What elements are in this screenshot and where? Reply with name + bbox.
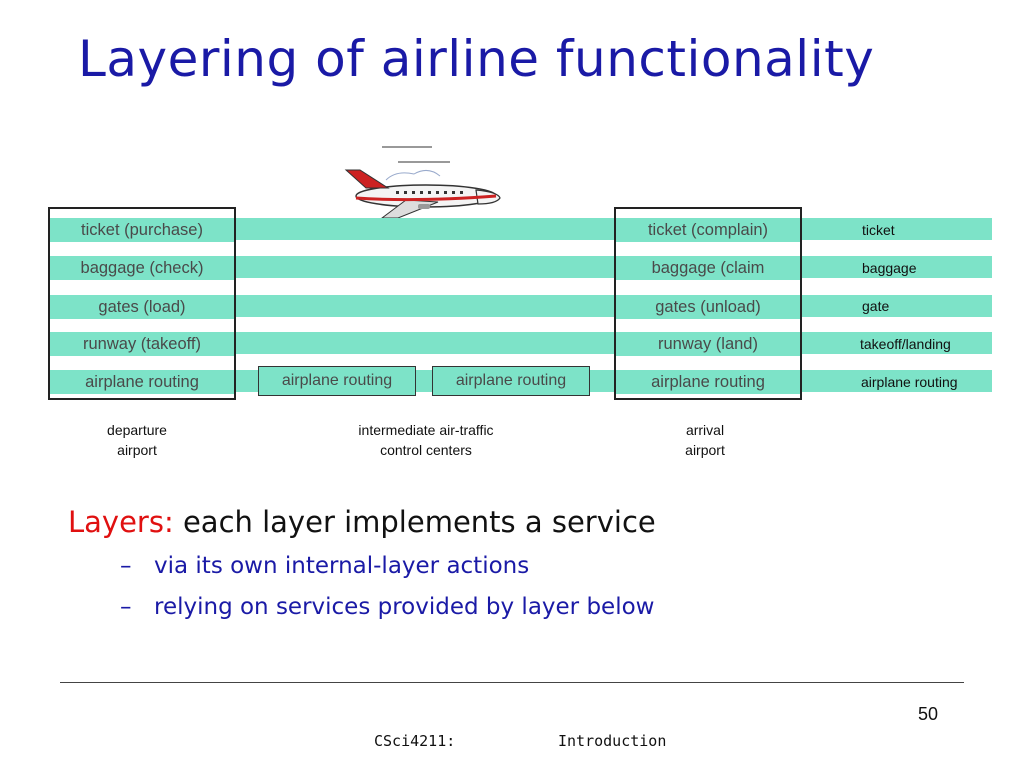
layer-name-takeoff-landing: takeoff/landing <box>860 336 951 352</box>
arrival-layer: airplane routing <box>616 370 800 394</box>
departure-caption: departure airport <box>107 422 167 458</box>
layer-name-routing: airplane routing <box>861 374 958 390</box>
departure-layer: airplane routing <box>50 370 234 394</box>
layer-name-ticket: ticket <box>862 222 895 238</box>
page-number: 50 <box>917 704 938 724</box>
arrival-layer: gates (unload) <box>616 295 800 319</box>
sub-bullet: –via its own internal-layer actions <box>120 553 530 579</box>
slide-title: Layering of airline functionality <box>78 30 875 88</box>
layer-name-gate: gate <box>862 298 890 314</box>
layer-band-gate <box>232 295 992 317</box>
layer-band-baggage <box>232 256 992 278</box>
airplane-icon <box>344 146 501 219</box>
layer-band-routing <box>232 370 992 392</box>
bullet-keyword: Layers: <box>68 505 174 539</box>
layer-name-baggage: baggage <box>862 260 917 276</box>
intermediate-caption: intermediate air-traffic control centers <box>358 422 494 458</box>
departure-layer: runway (takeoff) <box>50 332 234 356</box>
intermediate-routing-box: airplane routing <box>432 366 590 396</box>
footer-divider <box>60 682 964 683</box>
departure-layer: baggage (check) <box>50 256 234 280</box>
footer-course: CSci4211: <box>374 732 456 750</box>
main-bullet: Layers: each layer implements a service <box>68 505 656 539</box>
departure-layer: gates (load) <box>50 295 234 319</box>
arrival-layer: ticket (complain) <box>616 218 800 242</box>
arrival-airport-stack: ticket (complain) baggage (claim gates (… <box>614 207 802 400</box>
footer-topic: Introduction <box>558 732 667 750</box>
arrival-layer: baggage (claim <box>616 256 800 280</box>
intermediate-routing-box: airplane routing <box>258 366 416 396</box>
layer-band-takeoff <box>232 332 992 354</box>
dash-glyph: – <box>120 553 132 579</box>
arrival-caption: arrival airport <box>685 422 725 458</box>
dash-glyph: – <box>120 594 132 620</box>
sub-bullet: –relying on services provided by layer b… <box>120 594 655 620</box>
departure-layer: ticket (purchase) <box>50 218 234 242</box>
bullet-text: each layer implements a service <box>182 505 656 539</box>
arrival-layer: runway (land) <box>616 332 800 356</box>
departure-airport-stack: ticket (purchase) baggage (check) gates … <box>48 207 236 400</box>
layer-band-ticket <box>232 218 992 240</box>
